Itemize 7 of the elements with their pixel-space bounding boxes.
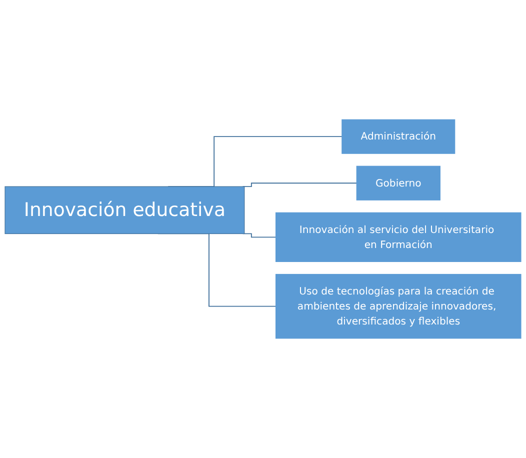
node-box: Administración <box>342 119 456 154</box>
node-box: Innovación al servicio del Universitario en Formación <box>276 212 522 262</box>
connector <box>242 182 358 188</box>
node-box: Innovación educativa <box>4 186 245 234</box>
connector <box>242 233 276 238</box>
node-box: Gobierno <box>356 166 440 200</box>
node-box: Uso de tecnologías para la creación de ambientes de aprendizaje innovadores, diversificados y flexibles <box>276 274 522 339</box>
